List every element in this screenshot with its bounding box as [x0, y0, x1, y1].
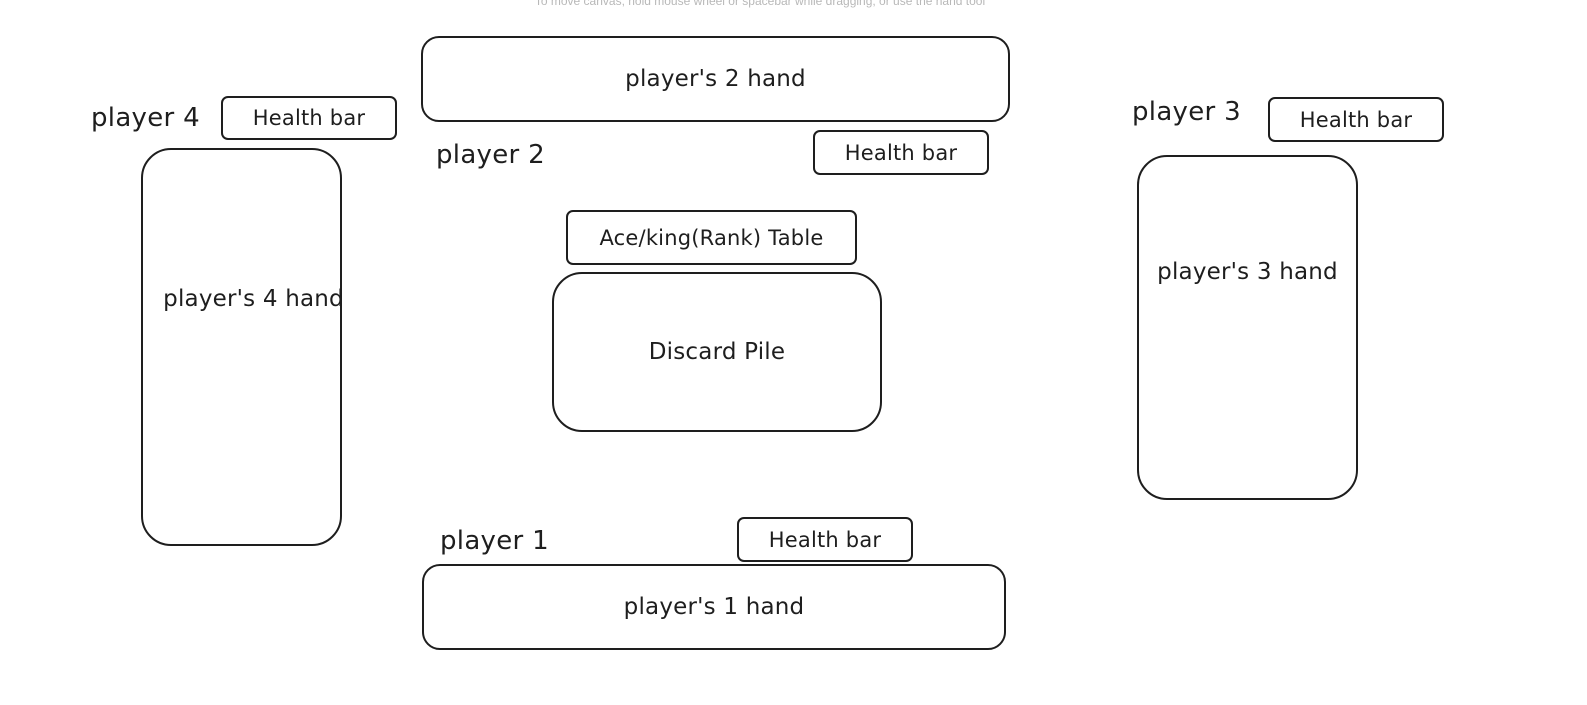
player-4-hand-box[interactable]: player's 4 hand: [141, 148, 344, 546]
player-2-health-label: Health bar: [844, 140, 958, 165]
player-2-hand-box[interactable]: player's 2 hand: [421, 36, 1010, 122]
player-1-hand-box[interactable]: player's 1 hand: [422, 564, 1006, 650]
player-3-hand-box[interactable]: player's 3 hand: [1137, 155, 1358, 500]
player-4-health-bar[interactable]: Health bar: [221, 96, 397, 140]
rank-table-label: Ace/king(Rank) Table: [599, 225, 824, 250]
discard-pile-box[interactable]: Discard Pile: [552, 272, 882, 432]
player-3-hand-label: player's 3 hand: [1157, 259, 1338, 285]
rank-table-box[interactable]: Ace/king(Rank) Table: [566, 210, 857, 265]
player-2-hand-label: player's 2 hand: [625, 66, 806, 92]
player-1-label: player 1: [440, 526, 549, 556]
player-1-health-bar[interactable]: Health bar: [737, 517, 913, 562]
player-2-health-bar[interactable]: Health bar: [813, 130, 989, 175]
player-3-label: player 3: [1132, 97, 1241, 127]
player-1-hand-label: player's 1 hand: [623, 594, 805, 620]
player-4-label: player 4: [91, 103, 200, 133]
player-4-hand-label: player's 4 hand: [163, 286, 344, 312]
player-3-health-bar[interactable]: Health bar: [1268, 97, 1444, 142]
canvas-hint: To move canvas, hold mouse wheel or spac…: [534, 0, 986, 8]
player-4-health-label: Health bar: [252, 106, 366, 130]
discard-pile-label: Discard Pile: [648, 339, 786, 365]
player-2-label: player 2: [436, 140, 545, 170]
player-1-health-label: Health bar: [768, 527, 882, 552]
player-3-health-label: Health bar: [1299, 107, 1413, 132]
